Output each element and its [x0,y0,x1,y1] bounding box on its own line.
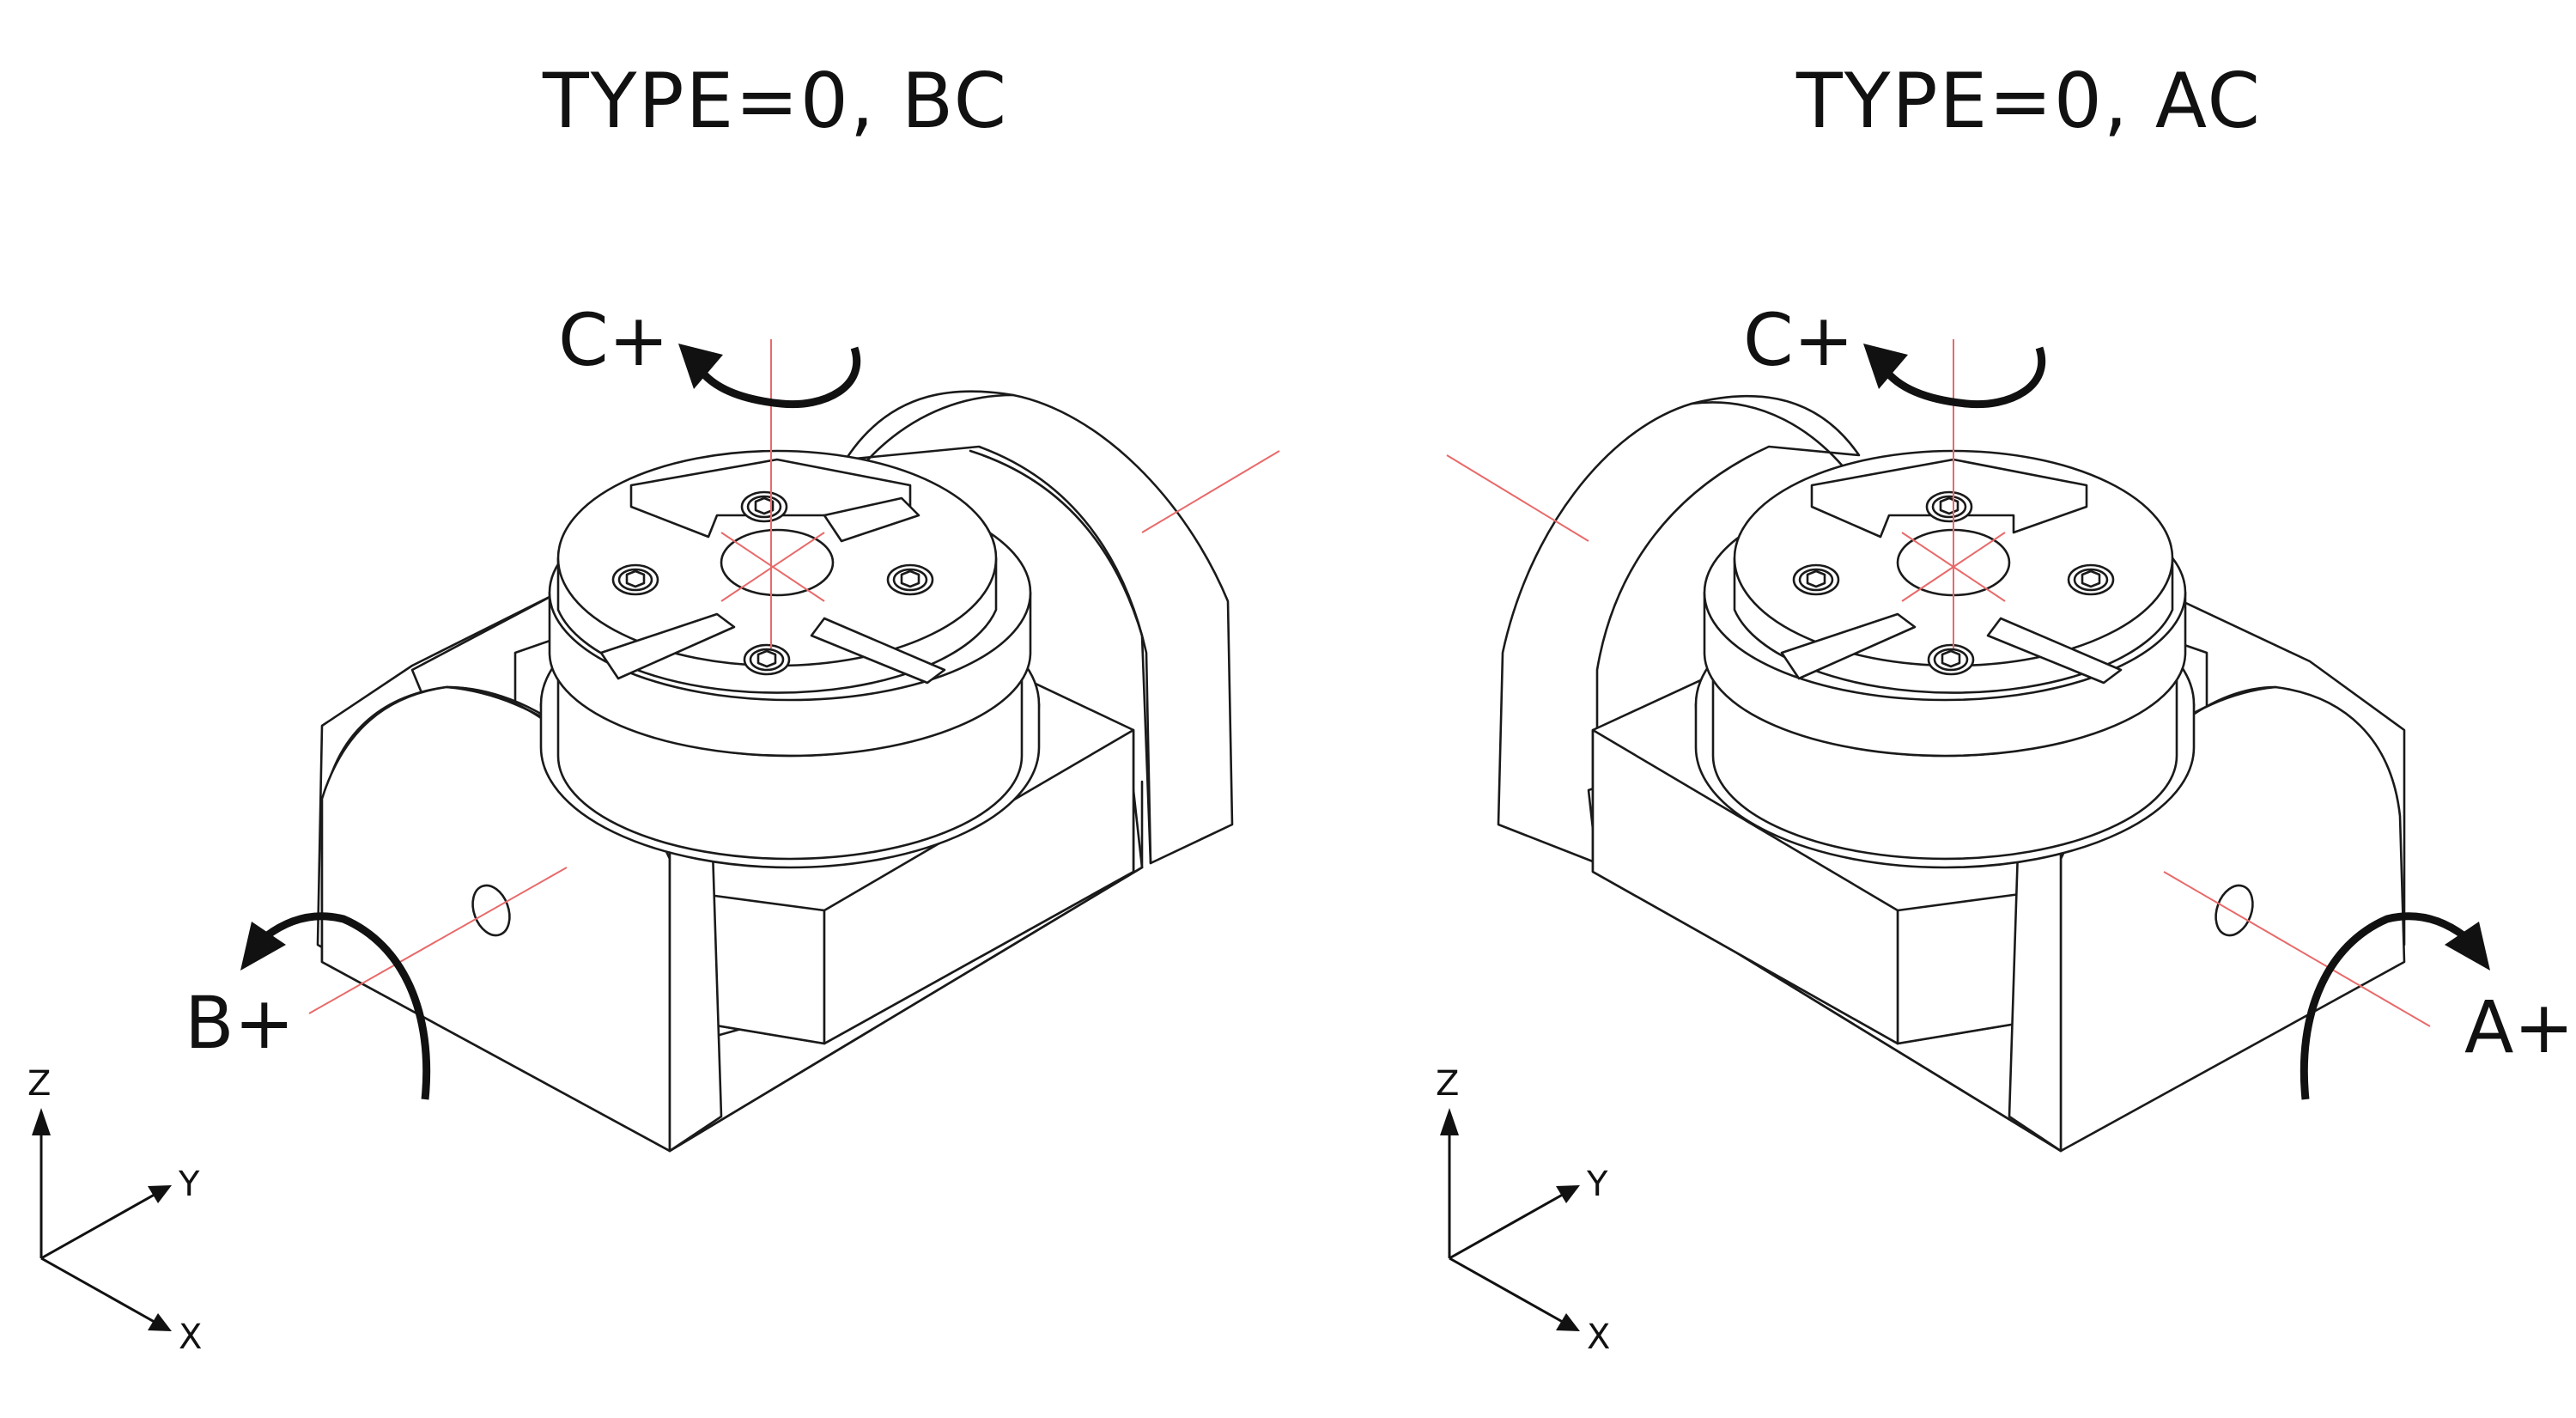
table-bc: C+ B+ [185,298,1280,1153]
rotation-label-b: B+ [185,981,295,1065]
axis-label-y-right: Y [1586,1165,1608,1204]
fixture-plate [556,449,998,694]
coordinate-triad-left: Z Y X [27,1064,202,1357]
axis-label-x-left: X [179,1318,202,1357]
rotation-label-c-bc: C+ [558,298,669,382]
rotation-label-c-ac: C+ [1743,298,1854,382]
rotation-label-a: A+ [2464,985,2574,1069]
rotation-arrow-a [2300,912,2490,1100]
axis-label-x-right: X [1587,1318,1610,1357]
axis-label-z-left: Z [27,1064,51,1104]
table-ac: C+ A+ [1446,298,2574,1153]
axis-guides-ac [1446,339,2431,1027]
rotation-arrow-c-bc [678,344,861,409]
axis-guides-bc [308,339,1280,1014]
axis-label-z-right: Z [1436,1064,1459,1104]
back-cradle-ac [1497,394,1861,865]
axis-label-y-left: Y [178,1165,200,1204]
rotation-arrow-b [240,912,431,1100]
coordinate-triad-right: Z Y X [1436,1064,1610,1357]
title-type0-ac: TYPE=0, AC [1796,57,2262,145]
rotation-arrow-c-ac [1863,344,2046,409]
title-type0-bc: TYPE=0, BC [543,57,1009,145]
